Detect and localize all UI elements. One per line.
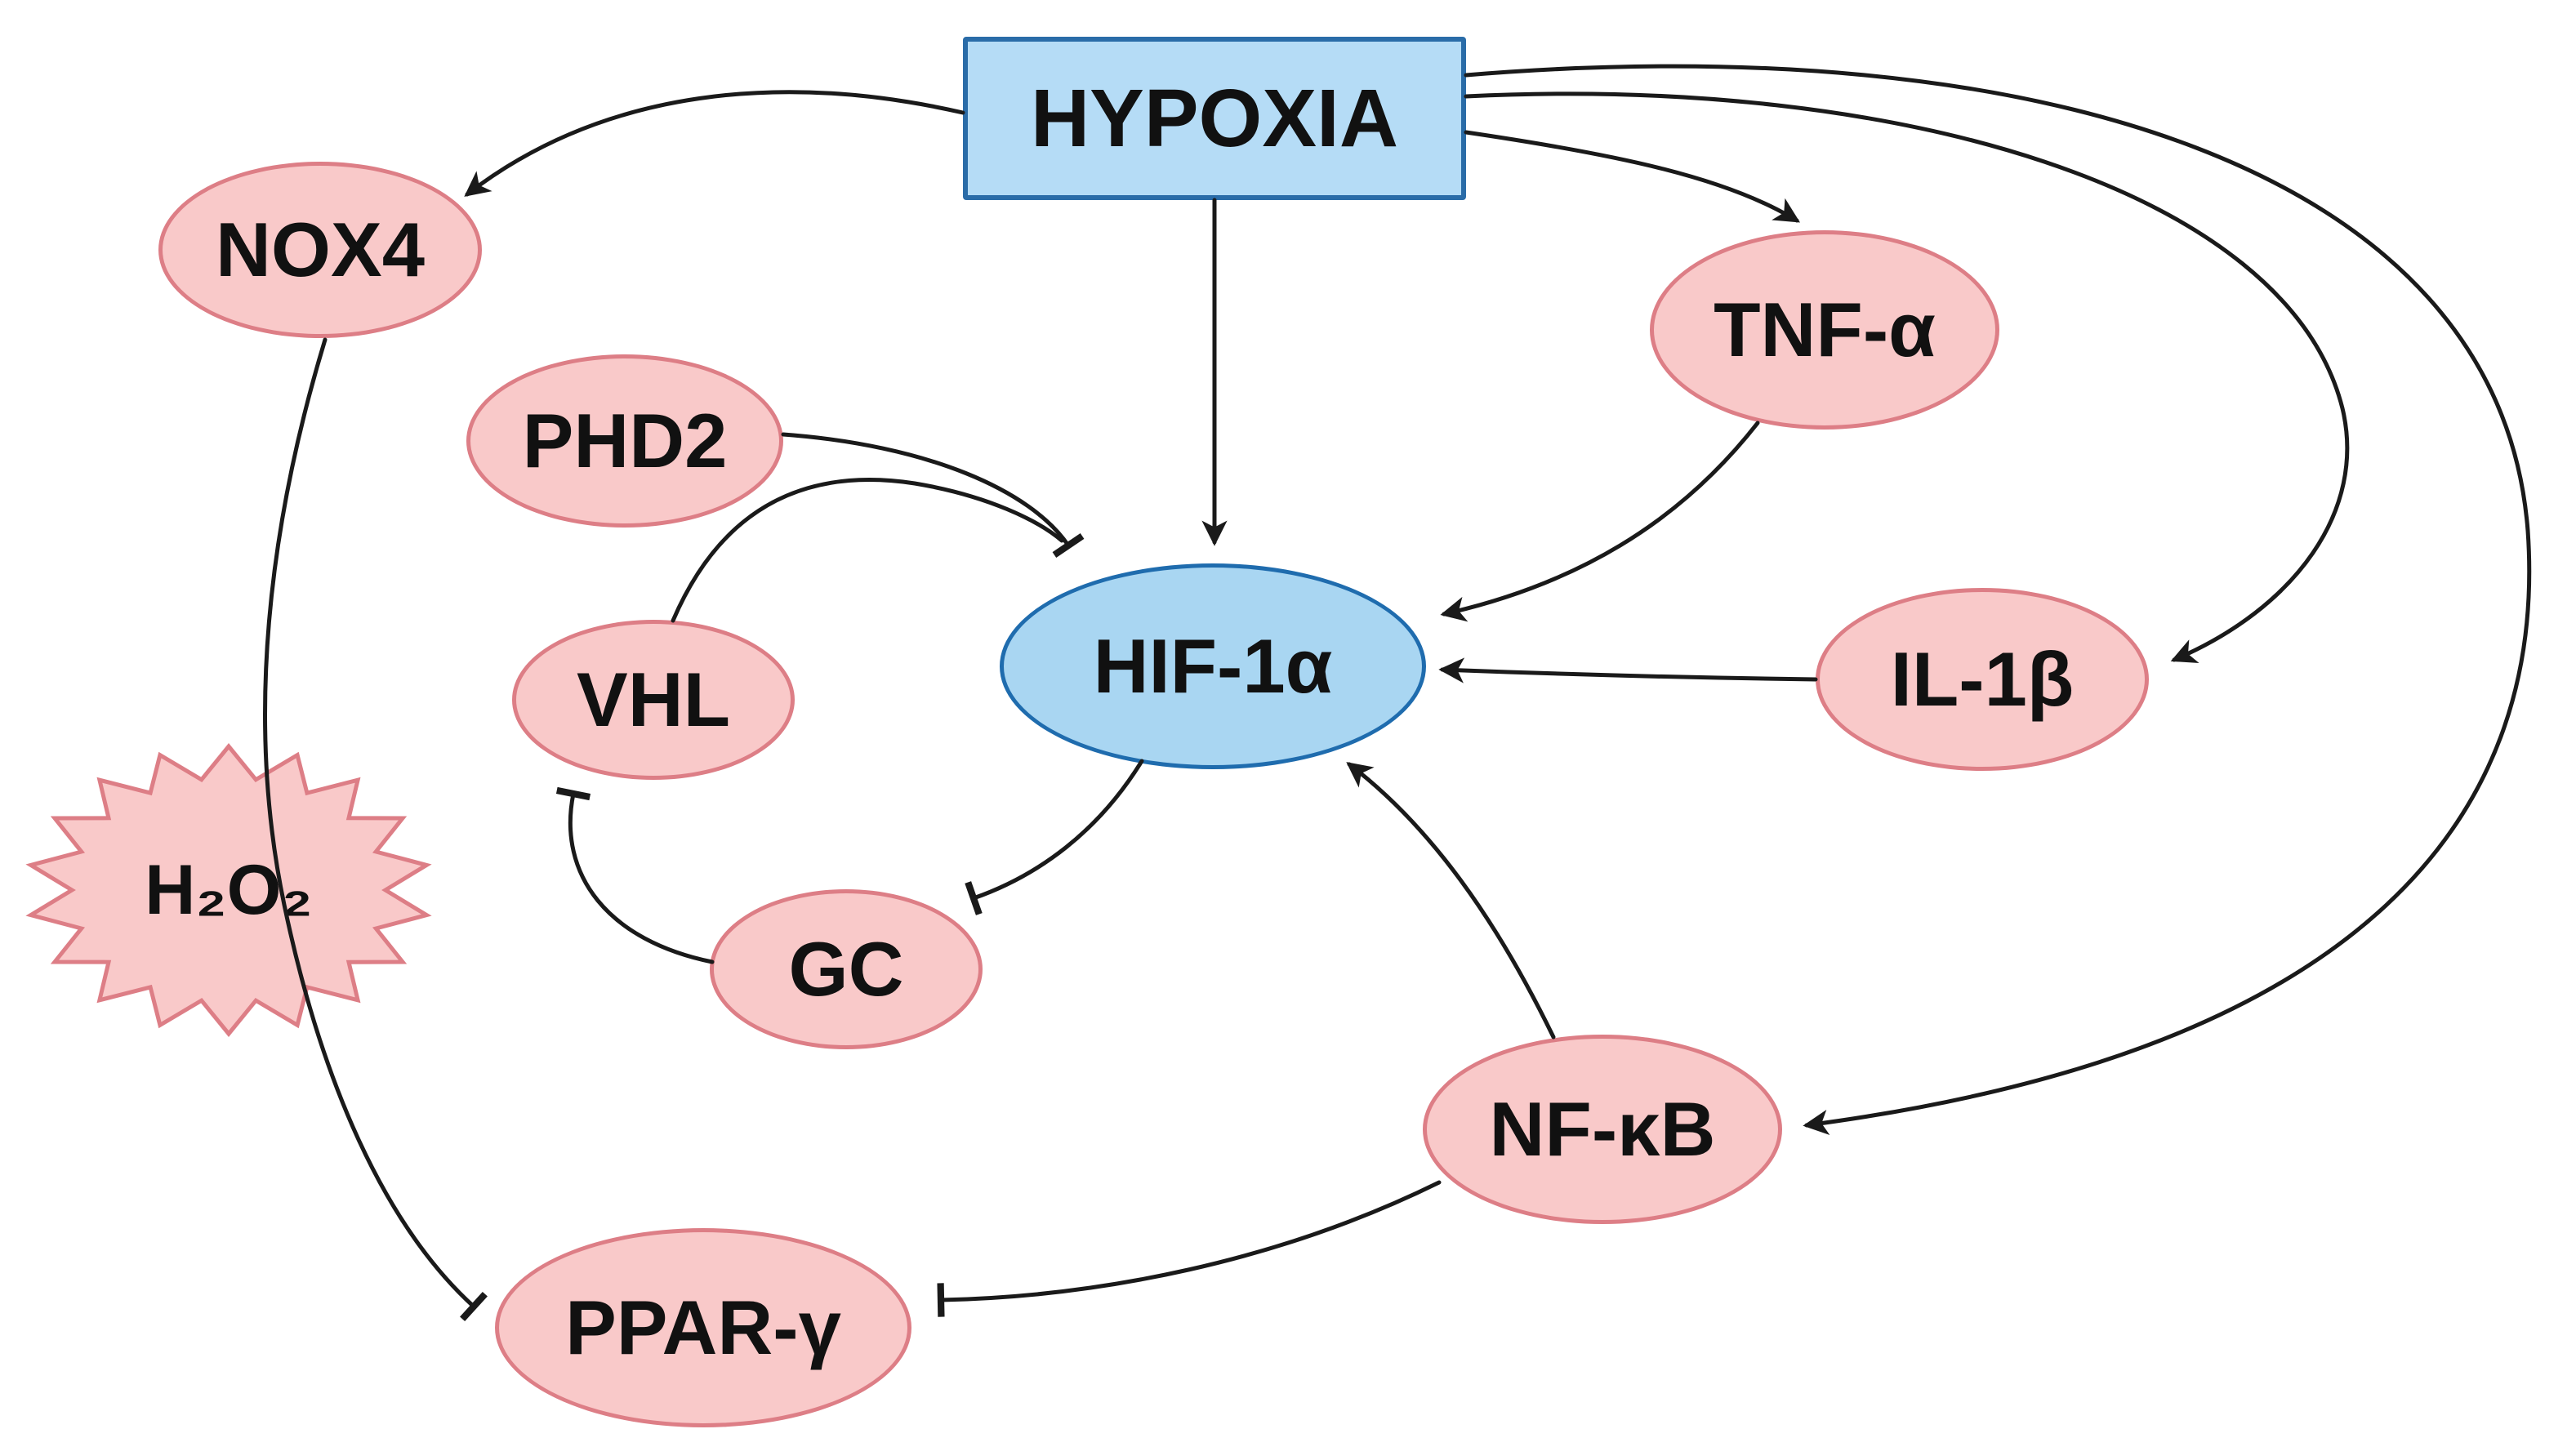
edge-il1b-hif1a-activation bbox=[1438, 657, 1818, 683]
node-hif-1-alpha: HIF-1α bbox=[1000, 563, 1426, 769]
node-gc: GC bbox=[710, 889, 983, 1049]
node-gc-label: GC bbox=[788, 926, 904, 1012]
edge-tnfa-hif1a-activation bbox=[1440, 421, 1760, 622]
node-tnf-alpha-label: TNF-α bbox=[1714, 287, 1936, 372]
node-nox4-label: NOX4 bbox=[216, 207, 425, 292]
edge-phd2-hif1a-inhibition bbox=[781, 432, 1085, 558]
node-ppar-gamma: PPAR-γ bbox=[495, 1228, 911, 1427]
node-vhl: VHL bbox=[512, 620, 795, 780]
node-il-1-beta-label: IL-1β bbox=[1890, 636, 2075, 722]
edge-hypoxia-tnfa-activation bbox=[1464, 130, 1800, 223]
node-phd2-label: PHD2 bbox=[522, 398, 728, 483]
edge-hypoxia-nox4-activation bbox=[464, 90, 965, 197]
node-hif-1-alpha-label: HIF-1α bbox=[1093, 623, 1333, 709]
node-nox4: NOX4 bbox=[158, 162, 482, 338]
node-h2o2: H₂O₂ bbox=[25, 743, 433, 1037]
node-hypoxia: HYPOXIA bbox=[963, 37, 1466, 200]
node-tnf-alpha: TNF-α bbox=[1650, 230, 1999, 430]
edge-nfkb-hif1a-activation bbox=[1346, 762, 1556, 1040]
node-vhl-label: VHL bbox=[577, 657, 730, 742]
node-nf-kb-label: NF-κB bbox=[1489, 1086, 1716, 1172]
node-h2o2-label: H₂O₂ bbox=[145, 850, 313, 929]
node-hypoxia-label: HYPOXIA bbox=[1030, 72, 1399, 164]
edge-hif1a-gc-inhibition bbox=[965, 759, 1144, 915]
node-ppar-gamma-label: PPAR-γ bbox=[565, 1284, 841, 1370]
node-il-1-beta: IL-1β bbox=[1816, 588, 2149, 771]
node-phd2: PHD2 bbox=[466, 354, 783, 528]
edge-nfkb-ppary-inhibition bbox=[937, 1180, 1442, 1317]
edge-gc-vhl-inhibition bbox=[555, 786, 715, 964]
node-nf-kb: NF-κB bbox=[1423, 1035, 1782, 1224]
